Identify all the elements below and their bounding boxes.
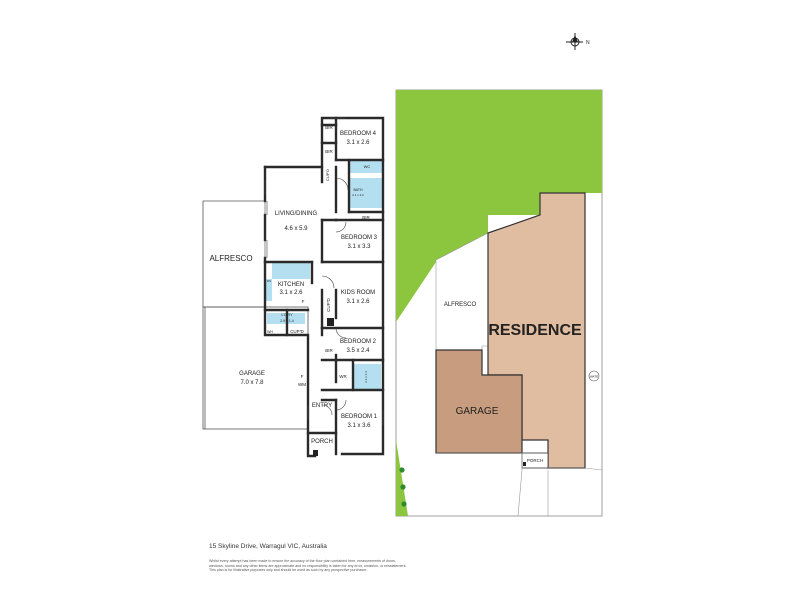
cupboard-block [327, 318, 334, 326]
water-meter-icon [588, 370, 600, 382]
path-edge [548, 467, 603, 471]
kitchen-side-bench [265, 279, 272, 301]
bir-label-3: BIR [362, 215, 370, 220]
garage-outline [202, 306, 309, 430]
north-compass-icon [566, 33, 583, 50]
compass-north-label: N [586, 40, 590, 46]
wr-label: WR [339, 374, 347, 379]
cupd-label-3: CUP'D [290, 329, 304, 334]
bedroom2-size: 3.5 x 2.4 [346, 348, 370, 354]
site-porch-label: PORCH [527, 458, 543, 463]
wc-label: WC [364, 164, 371, 169]
garage-name: GARAGE [239, 371, 265, 377]
back-lawn [396, 90, 602, 322]
bir-label-4: BIR [325, 348, 333, 353]
entry-name: ENTRY [312, 403, 332, 409]
wh-label: WH [267, 330, 273, 334]
kids-size: 3.1 x 2.6 [346, 299, 370, 305]
site-plan: WATE RESIDENCE GARAGE ALFRESCO PORCH [395, 89, 603, 517]
laundry-name: L'DRY [281, 312, 293, 317]
bedroom3-size: 3.1 x 3.3 [347, 244, 371, 250]
fixture-labels: BIR BIR BIR BIR CUP'D CUP'D CUP'D WR 2.1… [267, 125, 371, 387]
fridge-label-kitchen: F [302, 299, 305, 304]
ds-label: DS [267, 279, 271, 283]
room-labels: BEDROOM 4 3.1 x 2.6 LIVING/DINING 4.6 x … [209, 131, 377, 445]
bath-size: 2.1 x 2.2 [352, 193, 364, 197]
kitchen-name: KITCHEN [278, 282, 304, 288]
ensuite-area [353, 364, 381, 389]
bedroom1-name: BEDROOM 1 [341, 414, 378, 420]
laundry-size: 2.9 x 1.4 [280, 319, 293, 323]
living-name: LIVING/DINING [275, 211, 318, 217]
kitchen-bench [272, 263, 310, 279]
site-alfresco-label: ALFRESCO [444, 302, 477, 308]
bath-name: BATH [353, 188, 363, 192]
cupd-label-2: CUP'D [326, 297, 331, 311]
disclaimer: Whilst every attempt has been made to en… [209, 559, 449, 573]
house-walls [263, 116, 385, 458]
water-meter-label: WATE [590, 375, 598, 379]
residence-label: RESIDENCE [488, 322, 582, 339]
shrub-icon [399, 467, 405, 473]
bath-area [349, 178, 383, 208]
living-size: 4.6 x 5.9 [284, 226, 308, 232]
bedroom3-name: BEDROOM 3 [341, 235, 378, 241]
doors-and-windows [264, 117, 384, 425]
disclaimer-line: windows, rooms and any other items are a… [209, 563, 407, 568]
garage-size: 7.0 x 7.8 [240, 380, 264, 386]
ensuite-size: 2.1 x 1.4 [364, 371, 368, 383]
bedroom1-size: 3.1 x 3.6 [347, 423, 371, 429]
fridge-label-garage: F [301, 374, 304, 379]
porch-name: PORCH [311, 439, 333, 445]
alfresco-name: ALFRESCO [209, 254, 252, 263]
bir-label-1: BIR [325, 125, 333, 130]
floor-plan: BEDROOM 4 3.1 x 2.6 LIVING/DINING 4.6 x … [202, 116, 385, 458]
kids-name: KIDS ROOM [341, 290, 375, 296]
disclaimer-line: This plan is for illustrative purposes o… [209, 568, 368, 573]
front-lawn-strip [396, 440, 408, 516]
wc-area [349, 160, 383, 173]
bedroom4-size: 3.1 x 2.6 [346, 140, 370, 146]
bir-label-2: BIR [325, 149, 333, 154]
wet-areas [265, 160, 383, 389]
cupd-label-1: CUP'D [325, 169, 330, 181]
property-address: 15 Skyline Drive, Warragul VIC, Australi… [209, 543, 327, 550]
shrub-icon [401, 501, 407, 507]
site-garage-label: GARAGE [456, 406, 499, 417]
shrub-icon [400, 484, 406, 490]
driveway-edge [436, 452, 523, 517]
porch-post [523, 462, 526, 466]
wm-label: WM [298, 382, 306, 387]
bedroom4-name: BEDROOM 4 [340, 131, 377, 137]
porch-post [313, 450, 318, 456]
disclaimer-line: Whilst every attempt has been made to en… [209, 559, 396, 563]
bedroom2-name: BEDROOM 2 [340, 339, 377, 345]
kitchen-size: 3.1 x 2.6 [279, 290, 303, 296]
